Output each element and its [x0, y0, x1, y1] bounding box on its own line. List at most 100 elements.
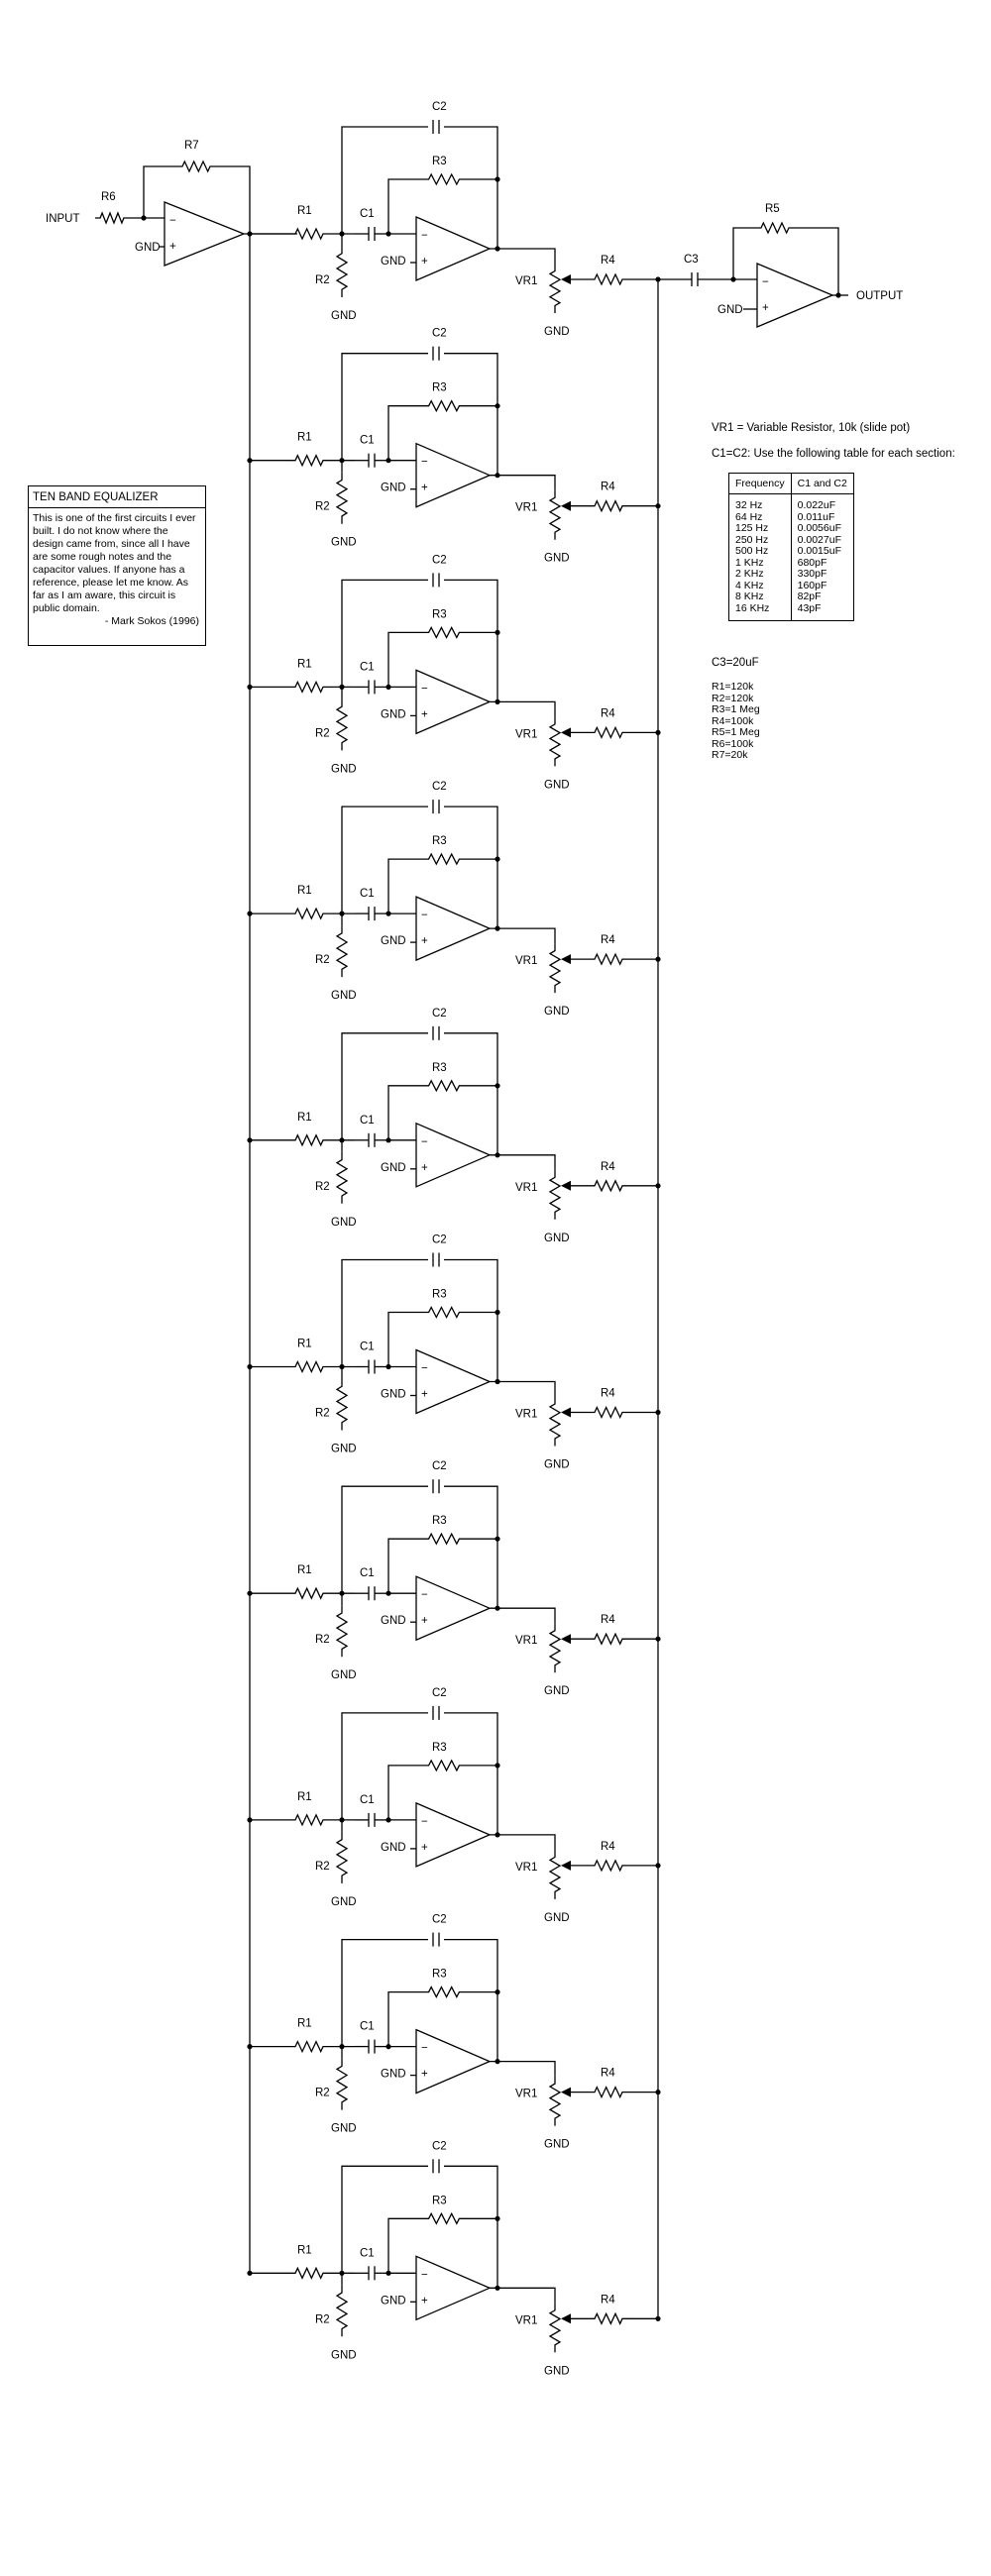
r2-gnd-label: GND: [331, 2123, 357, 2135]
op-amp-plus-sign: +: [421, 708, 428, 720]
output-label: OUTPUT: [856, 290, 903, 302]
r3-label: R3: [432, 835, 447, 847]
r2-label: R2: [315, 1408, 330, 1420]
wire: [444, 126, 498, 249]
capacitance-cell: 0.0027uF: [790, 534, 854, 546]
capacitance-cell: 43pF: [790, 602, 854, 621]
r3-label: R3: [432, 1969, 447, 1981]
c2-label: C2: [432, 554, 447, 566]
r2-gnd-label: GND: [331, 1217, 357, 1229]
junction-dot: [655, 1636, 661, 1642]
note-body: This is one of the first circuits I ever…: [33, 512, 196, 614]
note-title: TEN BAND EQUALIZER: [29, 486, 205, 508]
vr1-wiper-arrow: [561, 2313, 571, 2324]
vr1-wiper-arrow: [561, 954, 571, 965]
junction-dot: [495, 1083, 500, 1089]
vr1-wiper-arrow: [561, 274, 571, 284]
r1-label: R1: [297, 205, 312, 217]
op-amp-gnd-label: GND: [381, 1389, 406, 1401]
op-amp-plus-sign: +: [421, 1162, 428, 1174]
r1-label: R1: [297, 1791, 312, 1803]
band-op-amp: [415, 216, 492, 281]
vr1-potentiometer: [548, 943, 562, 994]
wire: [387, 2217, 422, 2274]
wire: [490, 1834, 556, 1850]
op-amp-minus-sign: −: [762, 276, 769, 288]
input-label: INPUT: [46, 213, 80, 225]
r4-resistor: [589, 499, 628, 513]
junction-dot: [495, 856, 500, 862]
band-op-amp: [415, 1122, 492, 1188]
r1-resistor: [289, 907, 329, 920]
band-op-amp: [415, 2255, 492, 2321]
capacitance-cell: 0.022uF: [790, 493, 854, 512]
r4-label: R4: [601, 934, 615, 946]
vr1-gnd-label: GND: [544, 2365, 570, 2377]
wire: [341, 1032, 428, 1140]
wire: [444, 1712, 498, 1835]
op-amp-minus-sign: −: [421, 2269, 428, 2281]
vr1-gnd-label: GND: [544, 1912, 570, 1924]
wire: [341, 353, 428, 461]
wire: [490, 2287, 556, 2304]
op-amp-gnd-label: GND: [381, 935, 406, 947]
r2-label: R2: [315, 2088, 330, 2099]
r1-label: R1: [297, 658, 312, 670]
frequency-cell: 32 Hz: [728, 493, 792, 512]
c1-label: C1: [360, 1567, 375, 1579]
op-amp-gnd-label: GND: [381, 1615, 406, 1627]
junction-dot: [655, 956, 661, 962]
wire: [490, 700, 556, 717]
c2-label: C2: [432, 101, 447, 113]
component-value: R6=100k: [712, 737, 754, 750]
r5-label: R5: [765, 203, 780, 215]
r2-label: R2: [315, 274, 330, 286]
op-amp-plus-sign: +: [421, 2295, 428, 2307]
c2-label: C2: [432, 2140, 447, 2152]
vr1-label: VR1: [515, 1182, 537, 1194]
capacitance-cell: 330pF: [790, 568, 854, 581]
r1-resistor: [289, 2040, 329, 2054]
vr1-gnd-label: GND: [544, 1459, 570, 1471]
r1-resistor: [289, 1133, 329, 1147]
wire: [795, 227, 839, 295]
r4-resistor: [589, 952, 628, 966]
vr1-potentiometer: [548, 1396, 562, 1447]
op-amp-gnd-label: GND: [381, 483, 406, 494]
r4-resistor: [589, 2086, 628, 2099]
wire: [143, 165, 176, 218]
r3-resistor: [422, 625, 466, 639]
r3-label: R3: [432, 1062, 447, 1074]
wire: [732, 227, 755, 279]
wire: [341, 2165, 428, 2274]
wire: [490, 2060, 556, 2077]
table-header-row: Frequency C1 and C2: [728, 473, 854, 494]
r4-label: R4: [601, 1841, 615, 1853]
r3-label: R3: [432, 382, 447, 394]
r1-label: R1: [297, 1564, 312, 1576]
r4-resistor: [589, 1859, 628, 1873]
wire: [444, 805, 498, 929]
r1-label: R1: [297, 432, 312, 444]
vr1-label: VR1: [515, 2314, 537, 2326]
r1-label: R1: [297, 2244, 312, 2256]
capacitance-cell: 82pF: [790, 590, 854, 603]
band-op-amp: [415, 1348, 492, 1415]
junction-dot: [495, 1309, 500, 1316]
r4-label: R4: [601, 1614, 615, 1626]
vr1-label: VR1: [515, 275, 537, 287]
c3-label: C3: [684, 254, 699, 266]
component-value: R4=100k: [712, 714, 754, 727]
r2-gnd-label: GND: [331, 763, 357, 775]
vr1-potentiometer: [548, 264, 562, 313]
r4-resistor: [589, 2311, 628, 2325]
r1-label: R1: [297, 2018, 312, 2030]
op-amp-minus-sign: −: [421, 910, 428, 921]
wire: [490, 1380, 556, 1397]
vr1-label: VR1: [515, 1635, 537, 1647]
r2-gnd-label: GND: [331, 1444, 357, 1455]
vr1-label: VR1: [515, 728, 537, 740]
junction-dot: [655, 729, 661, 736]
